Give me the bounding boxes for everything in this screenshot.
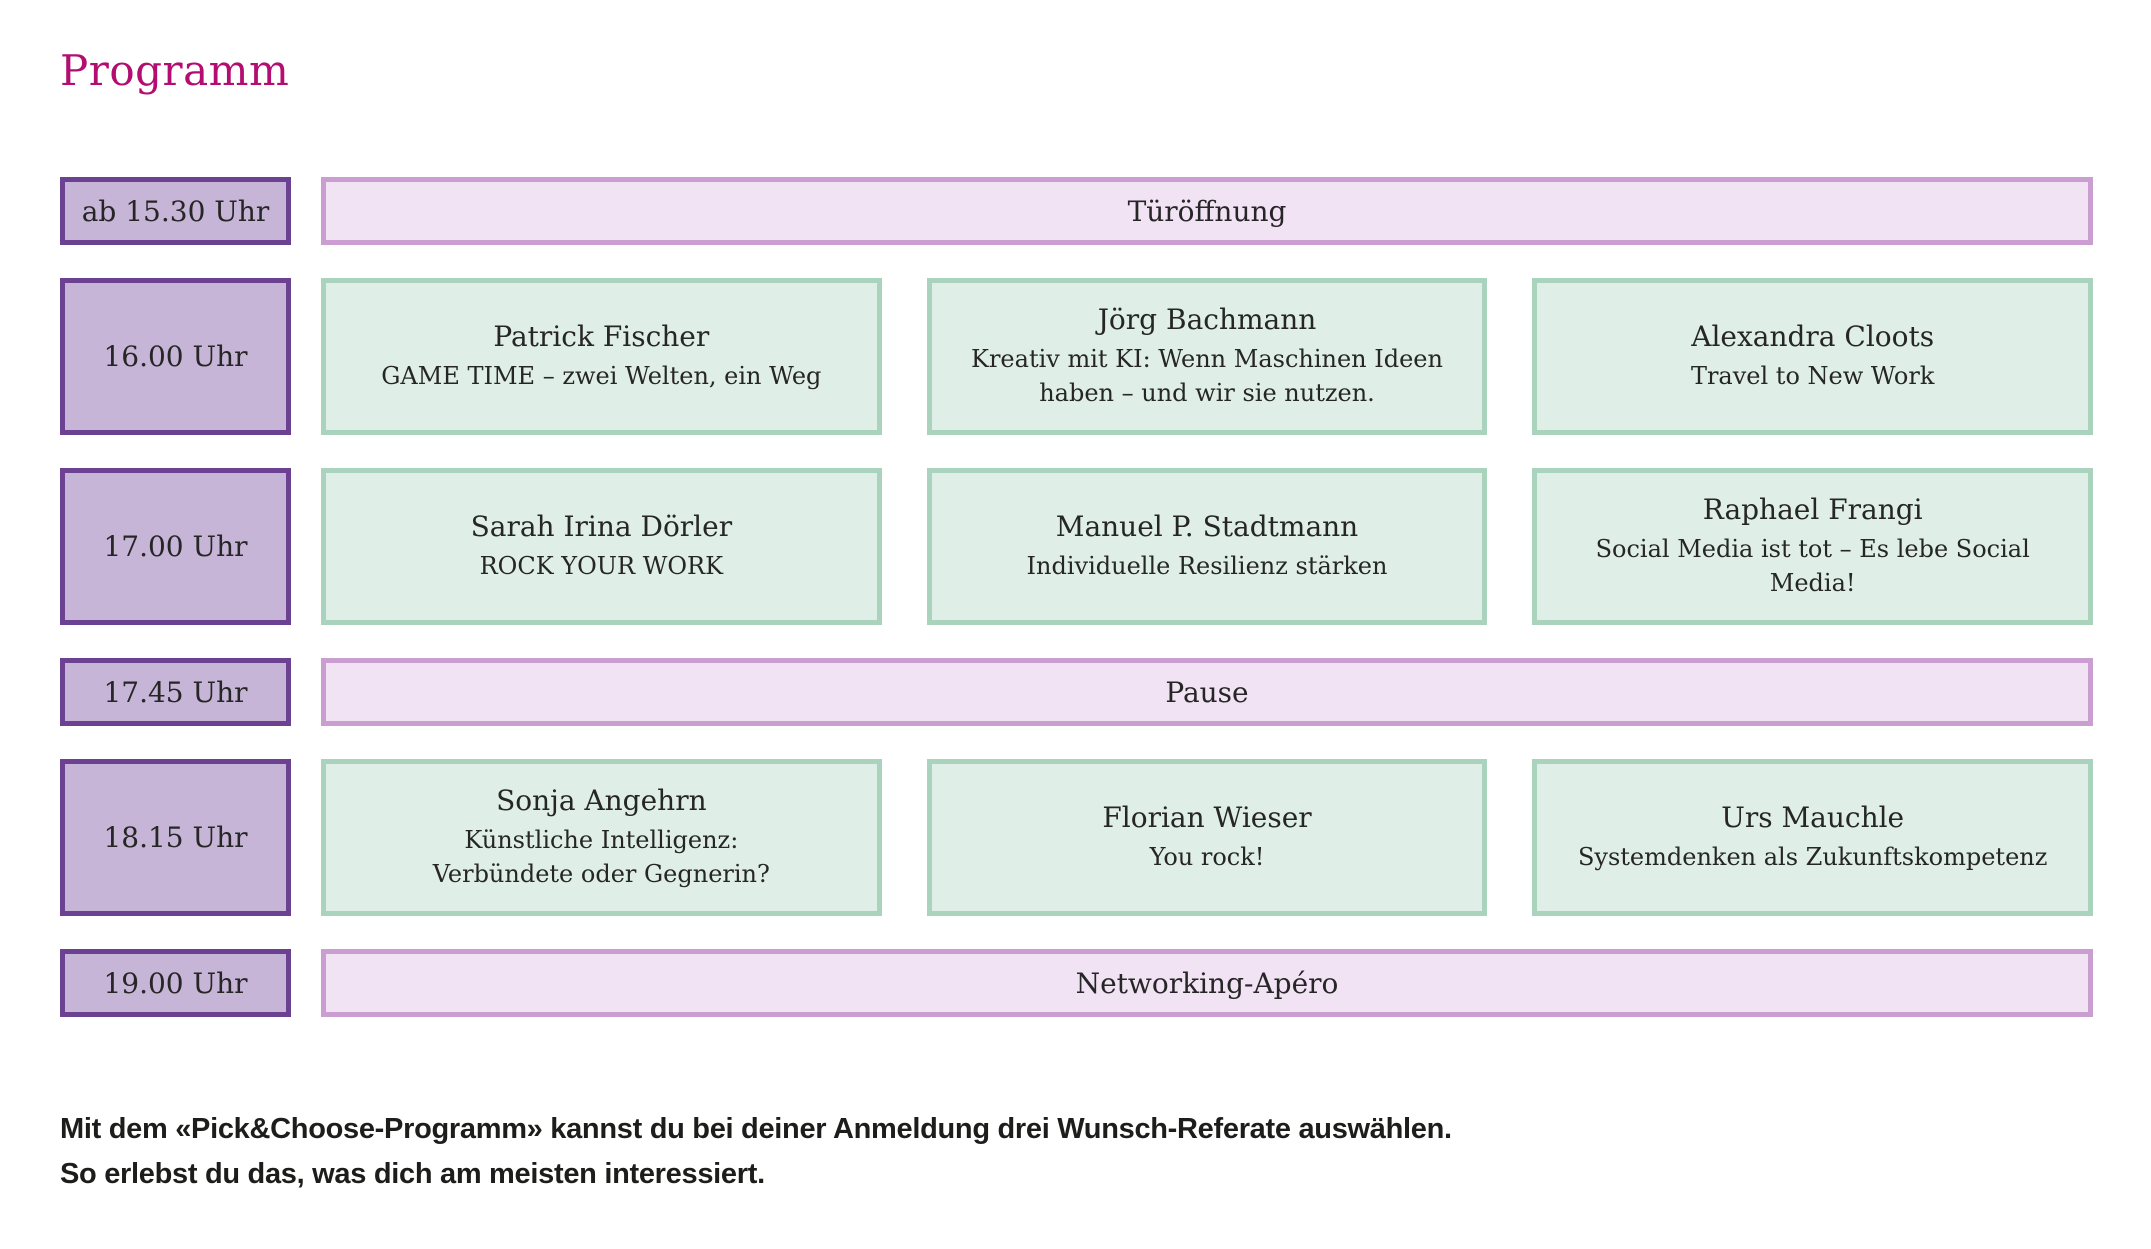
talk-title: Individuelle Resilienz stärken bbox=[1026, 551, 1388, 580]
talk-title: Systemdenken als Zukunftskompetenz bbox=[1577, 842, 2048, 871]
talk-title: Travel to New Work bbox=[1690, 361, 1935, 390]
speaker-name: Jörg Bachmann bbox=[1097, 303, 1317, 337]
time-cell: ab 15.30 Uhr bbox=[60, 177, 291, 245]
banner-cell: Networking-Apéro bbox=[321, 949, 2093, 1017]
speaker-name: Manuel P. Stadtmann bbox=[1055, 509, 1359, 543]
banner-cell: Pause bbox=[321, 658, 2093, 726]
time-cell: 17.00 Uhr bbox=[60, 468, 291, 625]
time-cell: 17.45 Uhr bbox=[60, 658, 291, 726]
footer-note-line1: Mit dem «Pick&Choose-Programm» kannst du… bbox=[60, 1113, 1452, 1145]
speaker-name: Sonja Angehrn bbox=[496, 784, 707, 818]
talk-title: Künstliche Intelligenz: Verbündete oder … bbox=[432, 826, 770, 888]
schedule-row: 19.00 Uhr Networking-Apéro bbox=[60, 949, 2093, 1017]
time-cell: 19.00 Uhr bbox=[60, 949, 291, 1017]
talk-title: Social Media ist tot – Es lebe Social Me… bbox=[1595, 535, 2030, 597]
speaker-name: Sarah Irina Dörler bbox=[470, 509, 733, 543]
talk-title: ROCK YOUR WORK bbox=[479, 551, 724, 580]
footer-note: Mit dem «Pick&Choose-Programm» kannst du… bbox=[60, 1107, 2093, 1197]
schedule-row: 17.45 Uhr Pause bbox=[60, 658, 2093, 726]
footer-note-line2: So erlebst du das, was dich am meisten i… bbox=[60, 1157, 765, 1190]
page-title: Programm bbox=[60, 46, 290, 95]
talk-title: Kreativ mit KI: Wenn Maschinen Ideen hab… bbox=[971, 345, 1443, 407]
program-page: Programm ab 15.30 Uhr Türöffnung 16.00 Uhr… bbox=[60, 46, 2094, 1197]
time-cell: 16.00 Uhr bbox=[60, 278, 291, 435]
time-cell: 18.15 Uhr bbox=[60, 759, 291, 916]
banner-cell: Türöffnung bbox=[321, 177, 2093, 245]
speaker-name: Patrick Fischer bbox=[493, 319, 710, 353]
speaker-name: Raphael Frangi bbox=[1702, 493, 1923, 527]
speaker-name: Alexandra Cloots bbox=[1691, 319, 1935, 353]
talk-title: GAME TIME – zwei Welten, ein Weg bbox=[381, 361, 822, 390]
speaker-name: Urs Mauchle bbox=[1721, 800, 1905, 834]
schedule-row: ab 15.30 Uhr Türöffnung bbox=[60, 177, 2093, 245]
talk-title: You rock! bbox=[1149, 842, 1265, 871]
speaker-name: Florian Wieser bbox=[1102, 800, 1312, 834]
